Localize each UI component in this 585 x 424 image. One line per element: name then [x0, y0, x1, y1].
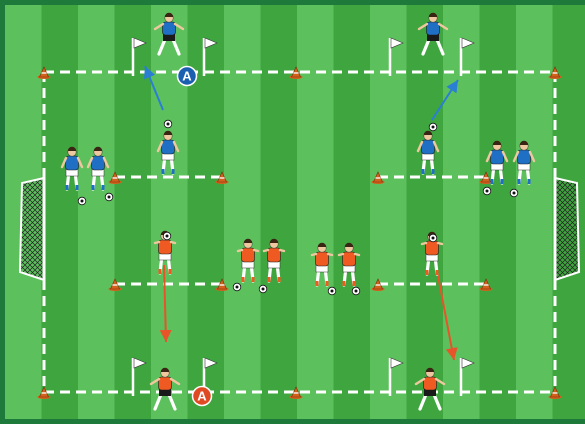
soccer-ball-icon	[483, 187, 491, 195]
full-goal-net-icon	[20, 178, 44, 280]
badge-red-a: A	[193, 387, 212, 406]
badge-blue-label: A	[182, 69, 192, 84]
soccer-ball-icon	[78, 197, 86, 205]
soccer-ball-icon	[429, 234, 437, 242]
badge-red-label: A	[197, 389, 207, 404]
soccer-ball-icon	[164, 120, 172, 128]
soccer-ball-icon	[105, 193, 113, 201]
soccer-ball-icon	[352, 287, 360, 295]
full-goal-net-icon	[555, 178, 579, 280]
soccer-ball-icon	[233, 283, 241, 291]
soccer-ball-icon	[510, 189, 518, 197]
soccer-ball-icon	[259, 285, 267, 293]
badge-blue-a: A	[178, 67, 197, 86]
soccer-ball-icon	[328, 287, 336, 295]
soccer-ball-icon	[163, 232, 171, 240]
soccer-ball-icon	[429, 123, 437, 131]
